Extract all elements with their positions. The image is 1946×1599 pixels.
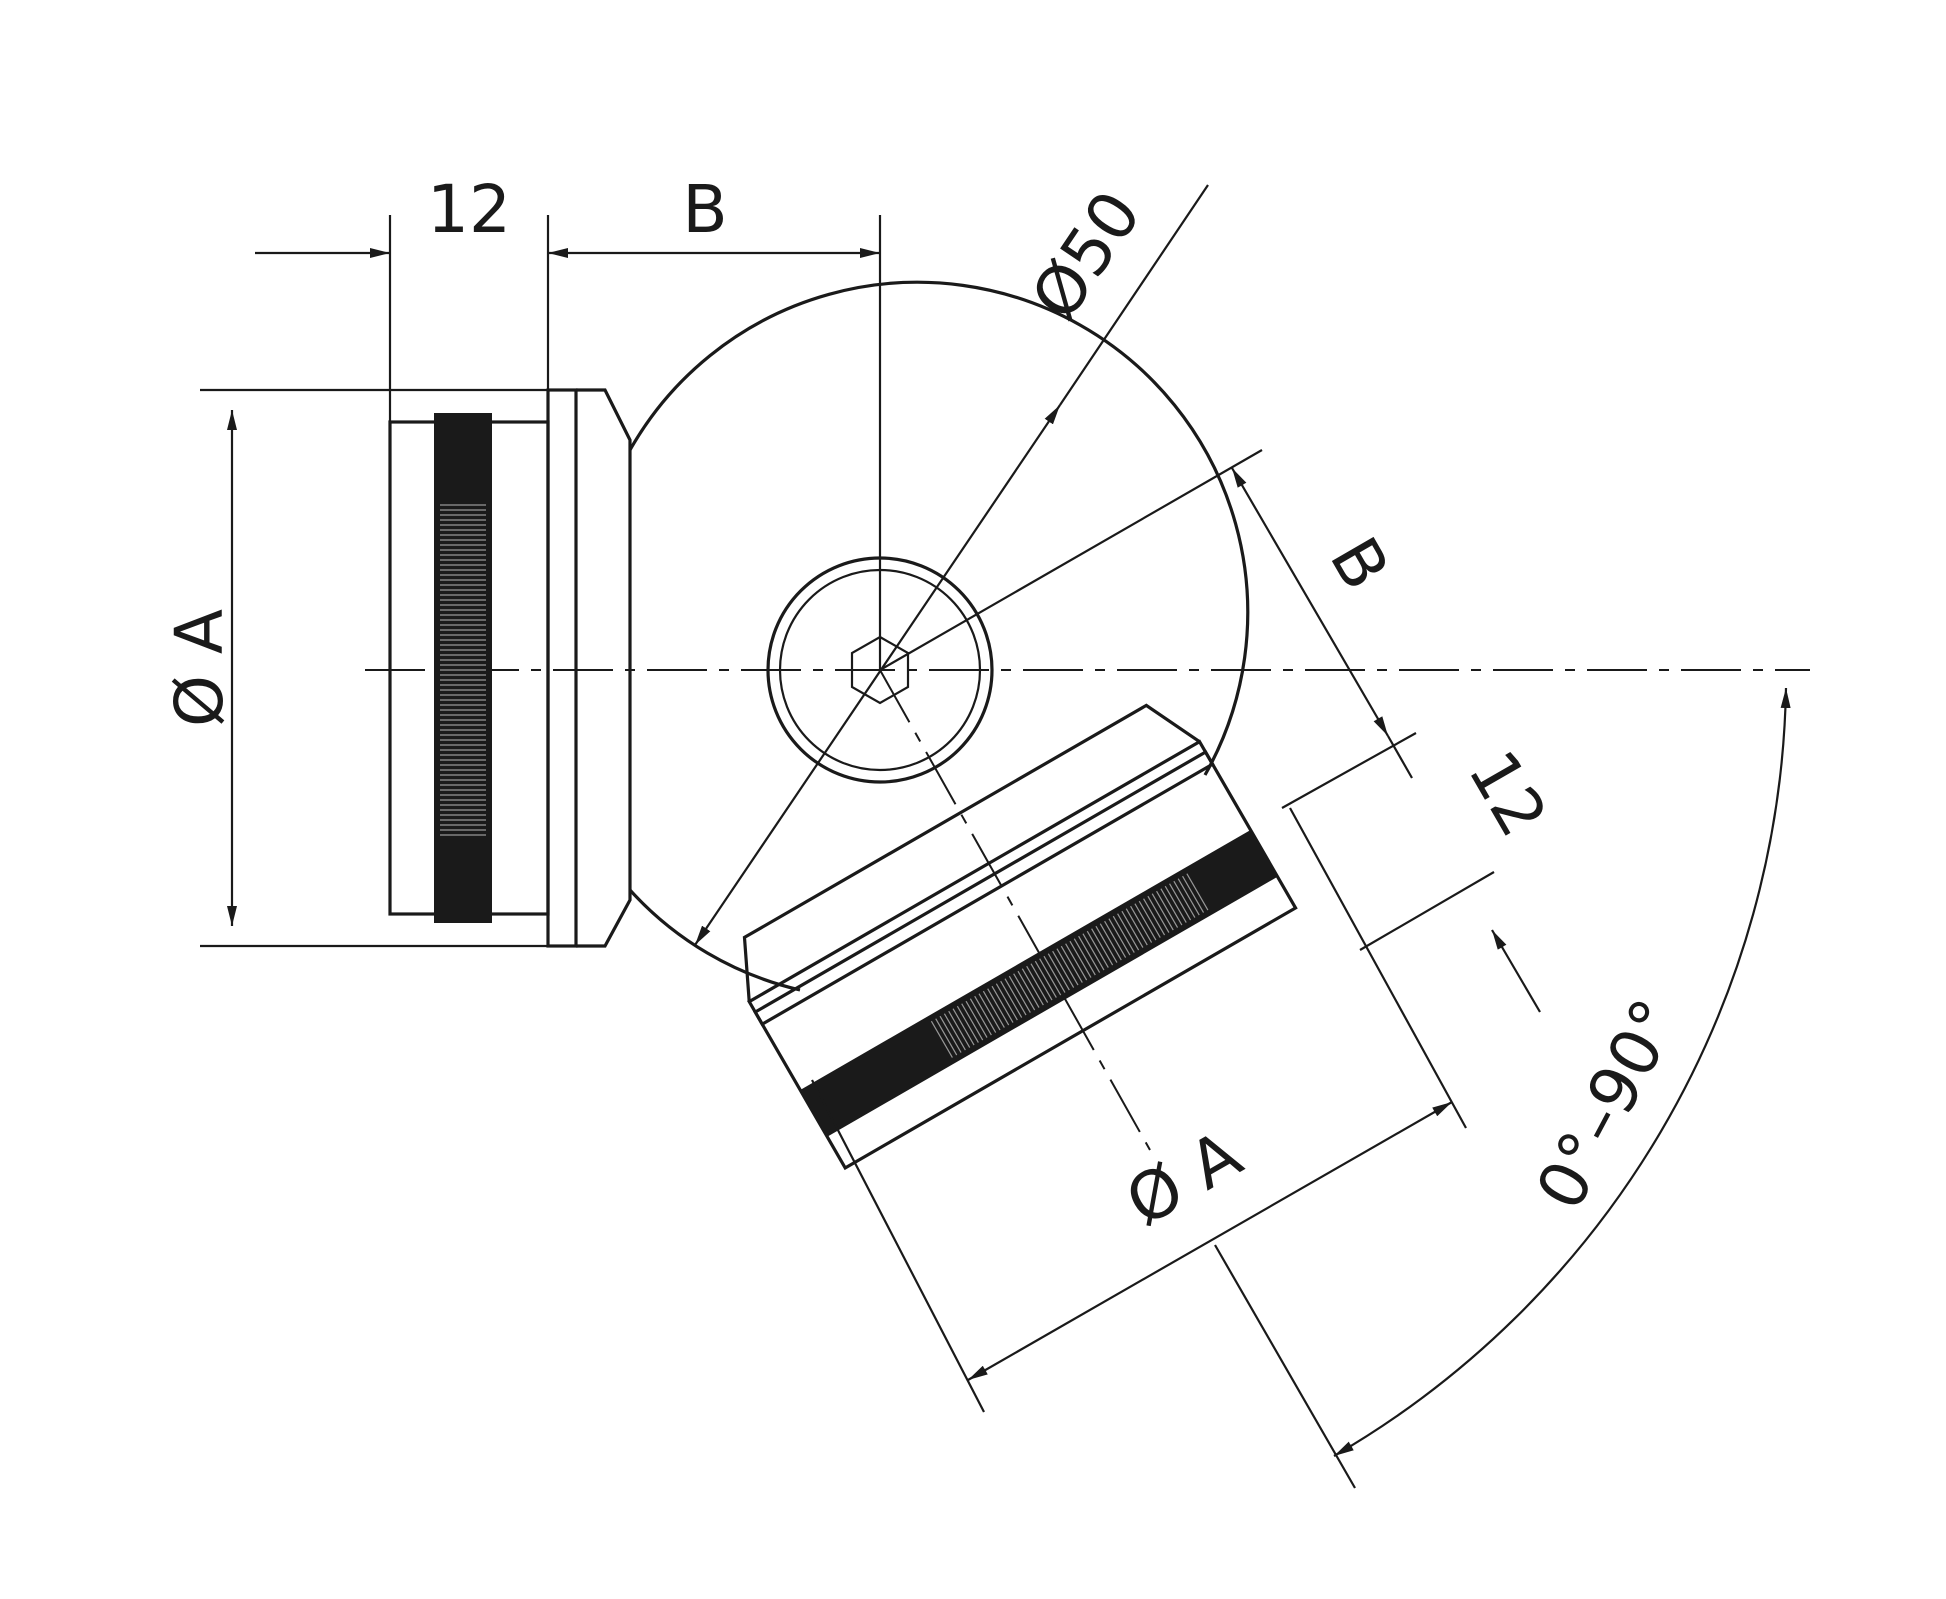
rotated-clamp-grip-band bbox=[800, 829, 1278, 1137]
dim-left-clamp-width: 12 bbox=[255, 171, 620, 422]
rotated-clamp-diameter-label: Ø A bbox=[1113, 1116, 1254, 1242]
ball-outline-bottom bbox=[628, 888, 801, 992]
dim-top-offset: B bbox=[620, 171, 880, 258]
ball-outline-top bbox=[628, 280, 1250, 776]
left-clamp bbox=[388, 388, 632, 948]
left-clamp-grip-band bbox=[434, 413, 492, 923]
left-clamp-diameter-label: Ø A bbox=[161, 609, 238, 727]
rotated-clamp-knurling bbox=[930, 873, 1209, 1058]
dim-left-clamp-diameter: Ø A bbox=[161, 388, 548, 948]
left-clamp-width-label: 12 bbox=[427, 171, 511, 248]
dim-rotated-clamp-width: 12 bbox=[1281, 732, 1562, 1013]
left-clamp-flange bbox=[546, 388, 578, 948]
ball-diameter-label: Ø50 bbox=[1016, 178, 1156, 334]
rotated-offset-label: B bbox=[1315, 525, 1404, 603]
left-clamp-taper bbox=[576, 388, 632, 948]
left-clamp-knurling bbox=[440, 504, 486, 836]
angle-range-label: 0°–90° bbox=[1521, 987, 1695, 1222]
center-lines bbox=[365, 215, 1810, 1151]
top-offset-label: B bbox=[682, 171, 727, 248]
rotated-clamp-width-label: 12 bbox=[1453, 738, 1562, 849]
dim-ball-diameter: Ø50 bbox=[694, 178, 1209, 946]
dim-rotated-offset: B bbox=[879, 449, 1404, 737]
rotated-clamp bbox=[742, 703, 1298, 1171]
